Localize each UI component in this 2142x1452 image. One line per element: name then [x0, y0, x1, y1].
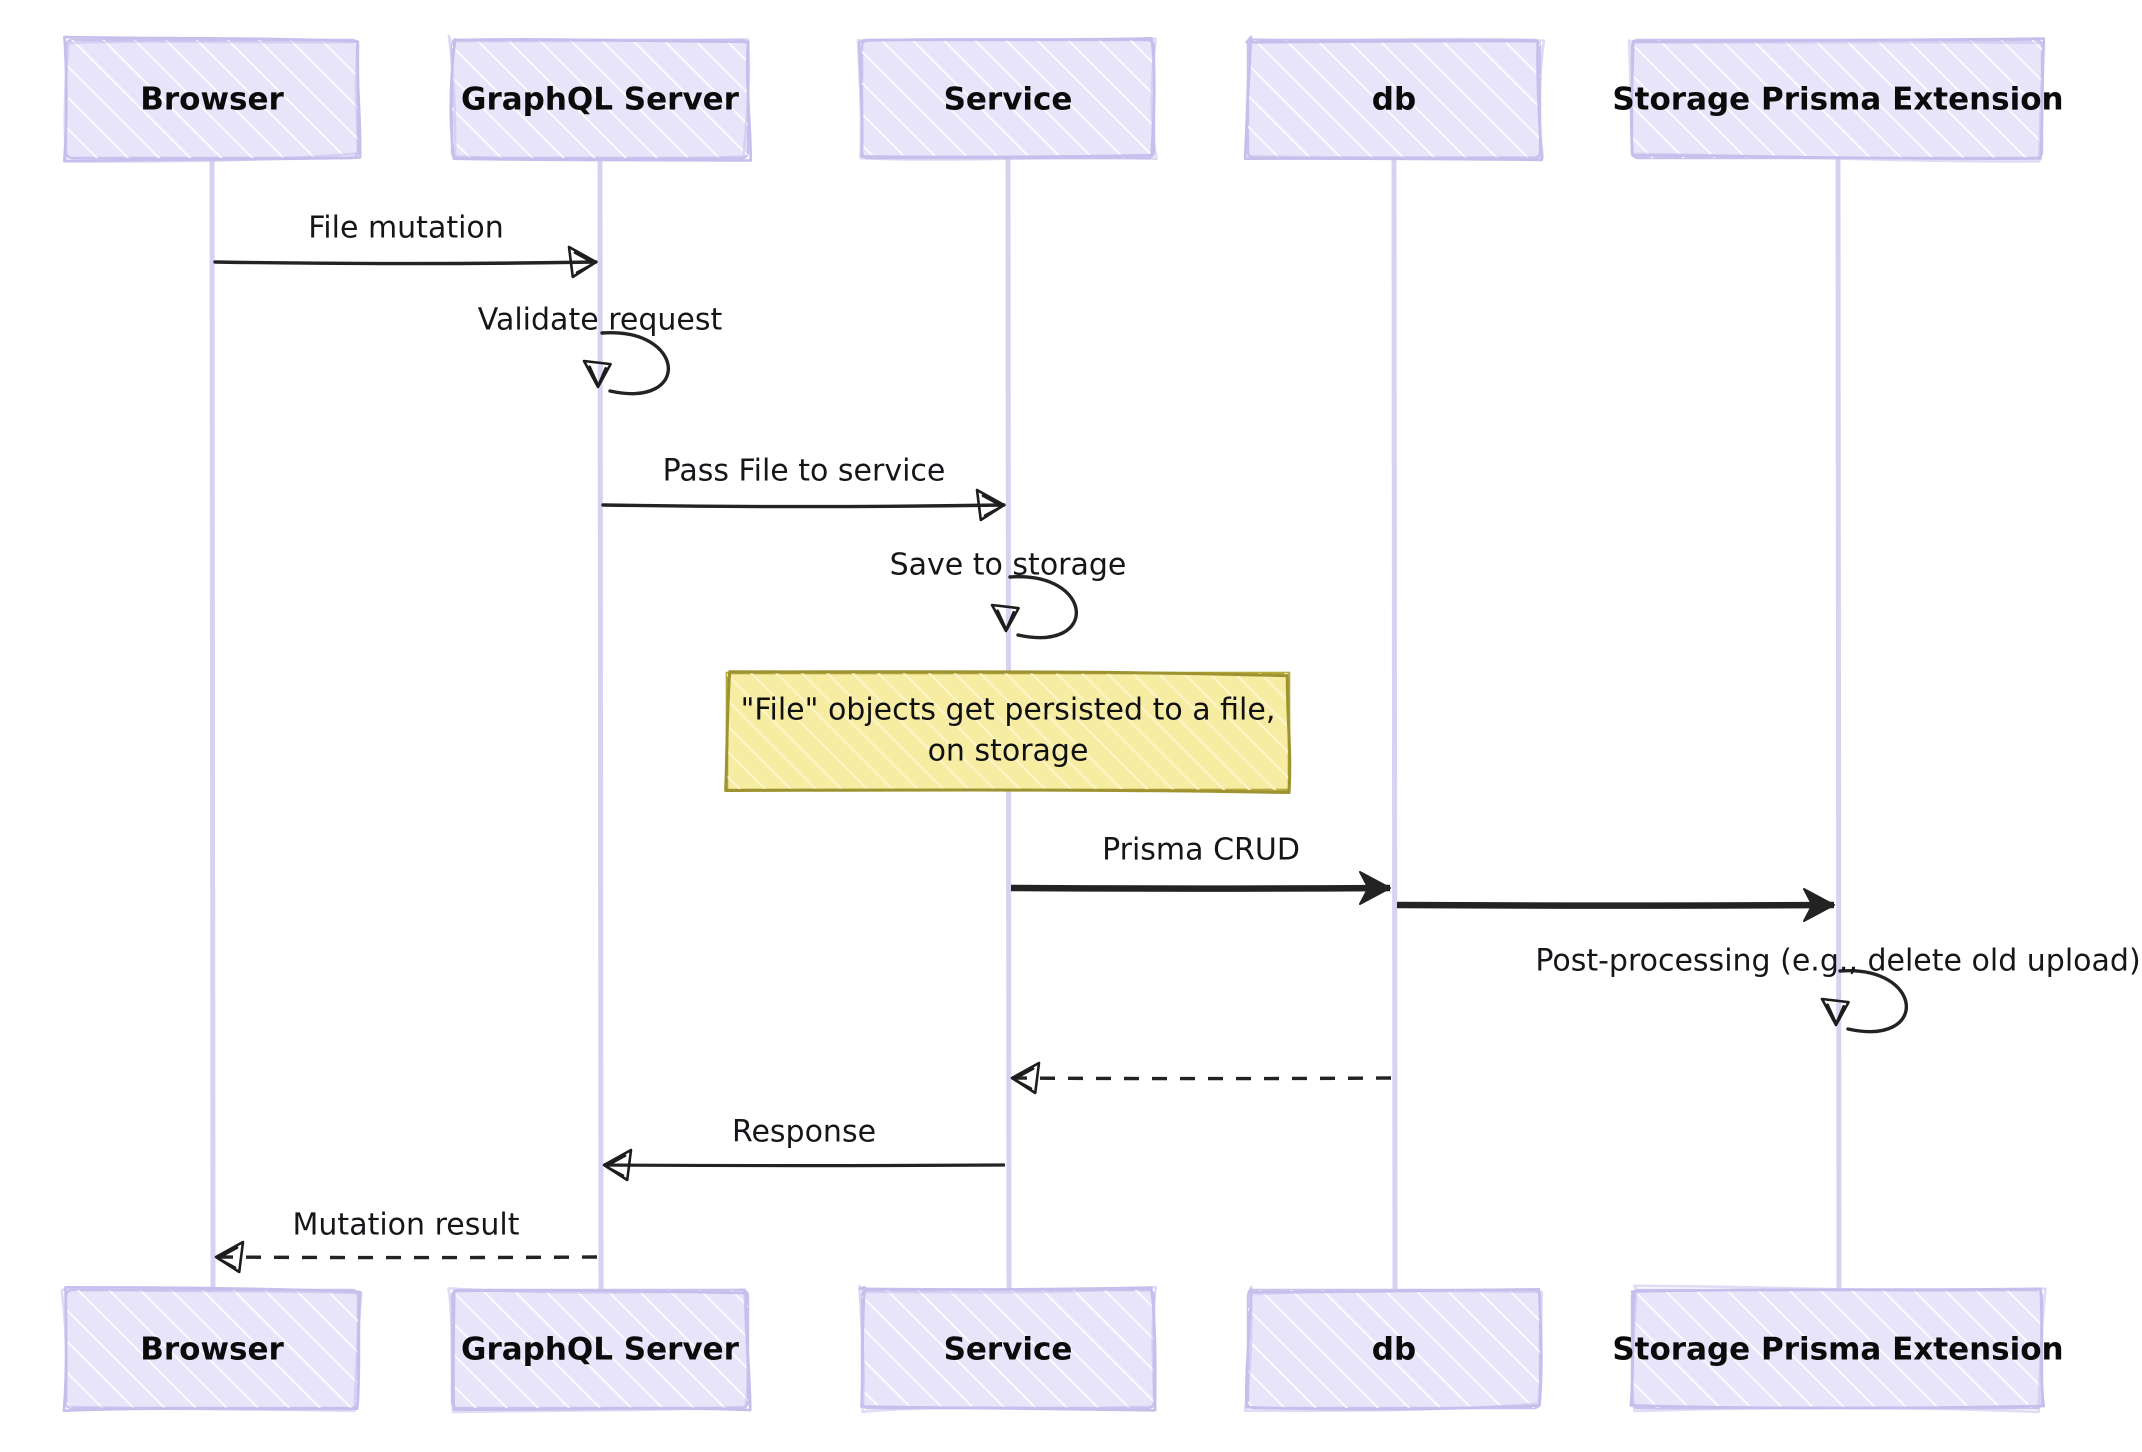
participant-bottom-browser[interactable]: Browser	[60, 1285, 363, 1413]
note-line: "File" objects get persisted to a file,	[741, 693, 1276, 728]
message-file-mutation[interactable]: File mutation	[213, 211, 598, 279]
message-pass-file-to-service[interactable]: Pass File to service	[601, 454, 1006, 522]
message-label: Post-processing (e.g., delete old upload…	[1535, 944, 2140, 979]
message-save-to-storage[interactable]: Save to storage	[890, 548, 1127, 640]
participant-label: Service	[944, 82, 1073, 118]
lifeline-browser	[209, 157, 216, 1291]
message-label: Prisma CRUD	[1102, 833, 1300, 868]
message-message-5[interactable]	[1396, 888, 1835, 922]
participant-label: Browser	[140, 1332, 284, 1368]
participant-label: Service	[944, 1332, 1073, 1368]
message-validate-request[interactable]: Validate request	[478, 303, 723, 396]
participant-top-storage[interactable]: Storage Prisma Extension	[1612, 37, 2064, 163]
message-prisma-crud[interactable]: Prisma CRUD	[1010, 833, 1391, 905]
participant-label: Browser	[140, 82, 284, 118]
participant-label: GraphQL Server	[461, 1332, 740, 1368]
participant-bottom-service[interactable]: Service	[858, 1284, 1158, 1414]
participant-bottom-graphql[interactable]: GraphQL Server	[447, 1287, 752, 1414]
message-message-7[interactable]	[1010, 1061, 1392, 1095]
note-file-persist-note: "File" objects get persisted to a file, o…	[724, 670, 1292, 795]
notes-layer: "File" objects get persisted to a file, o…	[724, 670, 1292, 795]
participant-top-db[interactable]: db	[1243, 35, 1546, 162]
message-label: Mutation result	[293, 1208, 520, 1243]
message-mutation-result[interactable]: Mutation result	[214, 1208, 598, 1274]
message-label: File mutation	[308, 211, 504, 246]
message-response[interactable]: Response	[602, 1115, 1006, 1182]
participant-top-graphql[interactable]: GraphQL Server	[447, 34, 753, 162]
participant-bottom-db[interactable]: db	[1243, 1285, 1544, 1412]
note-line: on storage	[928, 734, 1089, 769]
participant-top-service[interactable]: Service	[856, 37, 1158, 161]
message-label: Response	[732, 1115, 876, 1150]
lifeline-graphql	[597, 157, 604, 1291]
message-label: Save to storage	[890, 548, 1127, 583]
participant-bottom-storage[interactable]: Storage Prisma Extension	[1612, 1284, 2064, 1414]
participant-label: db	[1372, 1332, 1416, 1368]
participant-label: Storage Prisma Extension	[1612, 82, 2063, 118]
message-label: Validate request	[478, 303, 723, 338]
participant-top-browser[interactable]: Browser	[62, 35, 362, 163]
lifeline-db	[1391, 157, 1398, 1291]
lifeline-storage	[1835, 157, 1842, 1291]
message-post-processing-e-g-delete-old-upload[interactable]: Post-processing (e.g., delete old upload…	[1535, 944, 2141, 1034]
participant-label: Storage Prisma Extension	[1612, 1332, 2063, 1368]
participant-label: db	[1372, 82, 1416, 118]
participant-label: GraphQL Server	[461, 82, 740, 118]
message-label: Pass File to service	[663, 454, 946, 489]
